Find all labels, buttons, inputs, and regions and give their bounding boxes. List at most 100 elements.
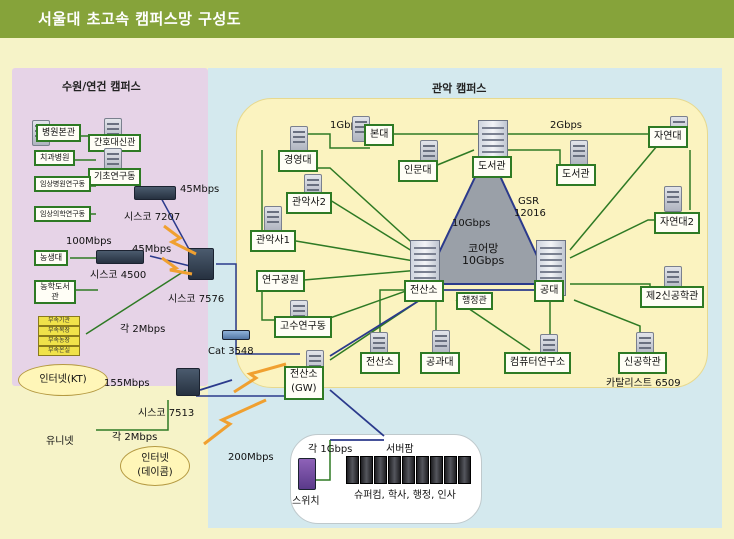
core-triangle [422, 147, 552, 285]
router-icon [96, 250, 144, 264]
core-network-label: 코어망 [468, 242, 499, 255]
node-new-engineering: 신공학관 [618, 352, 667, 374]
node-clinical-research: 임상병원연구동 [34, 176, 92, 192]
link-speed-label: 각 2Mbps [112, 432, 158, 443]
link-line [216, 263, 237, 336]
node-computer-center: 전산소 [404, 280, 444, 302]
server-rack-icon [416, 456, 429, 484]
internet-kt-cloud: 인터넷(KT) [18, 364, 108, 396]
node-basic-research: 기초연구동 [88, 168, 142, 186]
link-line [569, 139, 663, 251]
node-natural-sciences: 자연대 [648, 126, 688, 148]
link-speed-label: 각 1Gbps [308, 444, 353, 455]
dacom-label-2: (데이콤) [137, 467, 173, 478]
server-rack-icon [402, 456, 415, 484]
server-rack-icon [388, 456, 401, 484]
link-speed-label: 1Gbps [330, 120, 363, 131]
right-campus-header: 관악 캠퍼스 [432, 82, 487, 95]
internet-dacom-cloud: 인터넷 (데이콤) [120, 446, 190, 486]
server-rack-icon [374, 456, 387, 484]
link-line [569, 219, 660, 259]
link-speed-label: 2Gbps [550, 120, 583, 131]
server-farm-label: 서버팜 [386, 444, 414, 455]
server-types-label: 슈퍼컴, 학사, 행정, 인사 [354, 490, 456, 501]
router-4500-label: 시스코 4500 [90, 270, 147, 281]
facility-stack: 부속온실 [38, 346, 80, 356]
node-agri-library: 농학도서관 [34, 280, 76, 304]
node-humanities: 인문대 [398, 160, 438, 182]
link-line [570, 283, 651, 292]
facility-stack: 부속기관 [38, 316, 80, 326]
link-line [235, 336, 300, 355]
switch-icon [298, 458, 316, 490]
gsr-model-label: 12016 [514, 208, 546, 219]
link-speed-label: 10Gbps [452, 218, 491, 229]
node-business: 경영대 [278, 150, 318, 172]
link-line [329, 199, 421, 257]
node-library-2: 도서관 [556, 164, 596, 186]
gateway-suffix: (GW) [291, 383, 317, 394]
server-icon [290, 126, 308, 152]
catalyst-label: 카탈리스트 6509 [606, 378, 681, 389]
node-natural-sciences-2: 자연대2 [654, 212, 700, 234]
link-speed-label: 200Mbps [228, 452, 274, 463]
node-engineering-college: 공과대 [420, 352, 460, 374]
link-speed-label: 45Mbps [132, 244, 172, 255]
link-line [329, 389, 385, 437]
node-hospital-main: 병원본관 [36, 124, 82, 142]
link-line [329, 299, 421, 357]
node-advanced-research: 고수연구동 [274, 316, 332, 338]
node-clinical-medicine: 임상의학연구동 [34, 206, 92, 222]
node-engineering: 공대 [534, 280, 565, 302]
link-line [85, 269, 187, 335]
node-computer-research: 컴퓨터연구소 [504, 352, 572, 374]
router-7576-label: 시스코 7576 [168, 294, 225, 305]
node-agriculture: 농생대 [34, 250, 69, 266]
link-speed-label: 45Mbps [180, 184, 220, 195]
link-line [300, 133, 370, 149]
dacom-label-1: 인터넷 [141, 453, 169, 464]
server-icon [570, 140, 588, 166]
server-rack-icon [458, 456, 471, 484]
facility-stack: 부속농장 [38, 336, 80, 346]
link-line [149, 255, 191, 267]
link-line [303, 269, 421, 281]
link-line [289, 239, 421, 263]
node-gwanaksa-2: 관악사2 [286, 192, 332, 214]
server-rack-icon [430, 456, 443, 484]
link-line [96, 400, 169, 431]
core-speed-label: 10Gbps [462, 254, 505, 267]
link-speed-label: 100Mbps [66, 236, 112, 247]
node-research-park: 연구공원 [256, 270, 305, 292]
node-admin: 행정관 [456, 292, 493, 310]
router-7513-label: 시스코 7513 [138, 408, 195, 419]
node-gateway: 전산소 (GW) [284, 366, 324, 400]
wireless-bolt-icon [233, 362, 287, 394]
router-icon [134, 186, 176, 200]
link-speed-label: 각 2Mbps [120, 324, 166, 335]
server-icon [264, 206, 282, 232]
uninet-label: 유니넷 [46, 436, 74, 447]
switch-icon [222, 330, 250, 340]
node-computer-center-2: 전산소 [360, 352, 400, 374]
server-icon [420, 140, 438, 166]
link-line [199, 379, 233, 391]
server-rack-icon [360, 456, 373, 484]
wireless-bolt-icon [203, 398, 267, 446]
link-line [500, 149, 561, 170]
diagram-title: 서울대 초고속 캠퍼스망 구성도 [38, 10, 242, 28]
router-icon [176, 368, 200, 396]
wireless-bolt-icon [161, 256, 193, 276]
facility-stack: 부속목장 [38, 326, 80, 336]
router-7207-label: 시스코 7207 [124, 212, 181, 223]
server-rack-icon [444, 456, 457, 484]
gsr-label: GSR [518, 196, 540, 207]
wireless-bolt-icon [163, 224, 197, 256]
node-engineering-2: 제2신공학관 [640, 286, 705, 308]
link-line [573, 299, 641, 346]
title-bar: 서울대 초고속 캠퍼스망 구성도 [0, 0, 734, 38]
node-gwanaksa-1: 관악사1 [250, 230, 296, 252]
server-rack-icon [346, 456, 359, 484]
node-dental-hospital: 치과병원 [34, 150, 76, 166]
